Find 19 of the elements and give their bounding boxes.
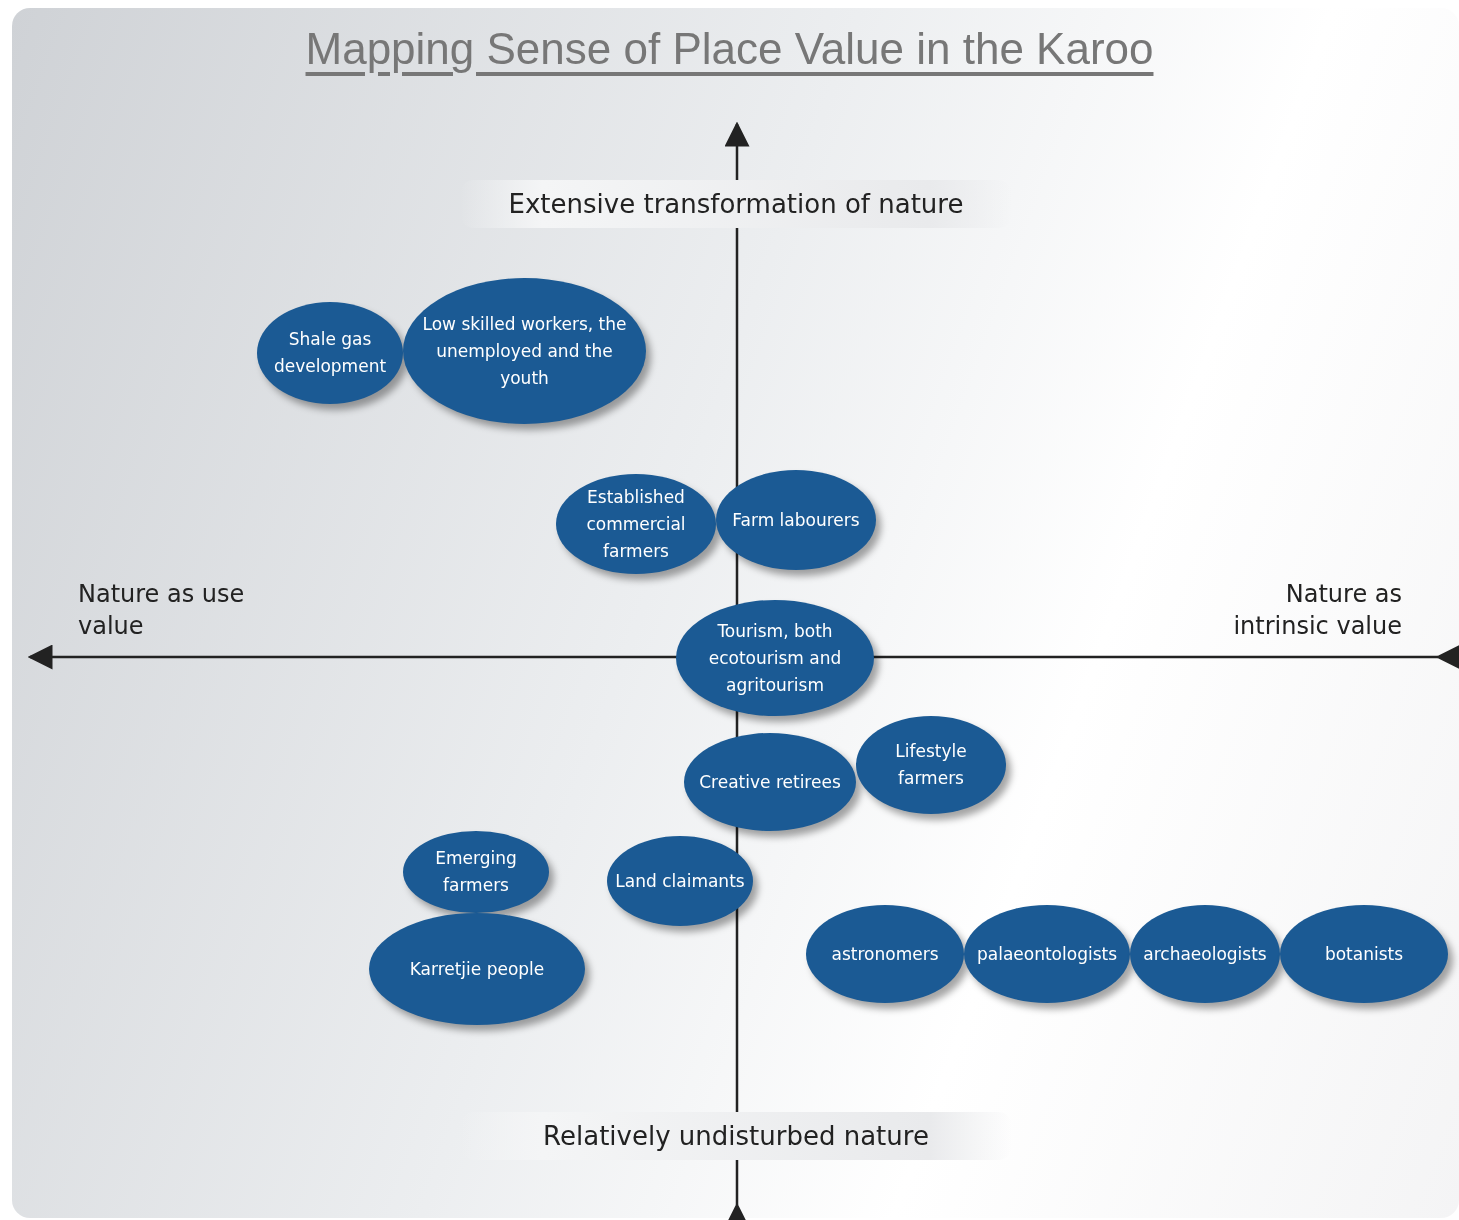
node-label: Karretjie people — [408, 957, 546, 981]
node-label: palaeontologists — [975, 942, 1119, 966]
node-label: Emerging farmers — [434, 847, 518, 897]
node-label: Creative retirees — [698, 770, 842, 794]
node-label: archaeologists — [1142, 942, 1268, 966]
node-label: astronomers — [830, 942, 940, 966]
node-label: Low skilled workers, the unemployed and the youth — [421, 312, 628, 390]
diagram-title: Mapping Sense of Place Value in the Karoo — [304, 24, 1155, 74]
node-label: Tourism, both ecotourism and agritourism — [707, 619, 843, 697]
axis-label: Extensive transformation of nature — [508, 189, 964, 219]
axis-end-label: Nature as intrinsic value — [1232, 579, 1402, 642]
axis-end-label: Nature as use value — [78, 579, 246, 642]
node-label: Farm labourers — [731, 508, 861, 532]
node-label: Shale gas development — [272, 328, 388, 378]
node-label: Established commercial farmers — [585, 485, 687, 563]
node-label: Land claimants — [614, 869, 746, 893]
node-label: Lifestyle farmers — [894, 740, 968, 790]
node-label: botanists — [1323, 942, 1405, 966]
axis-label: Relatively undisturbed nature — [543, 1121, 929, 1151]
